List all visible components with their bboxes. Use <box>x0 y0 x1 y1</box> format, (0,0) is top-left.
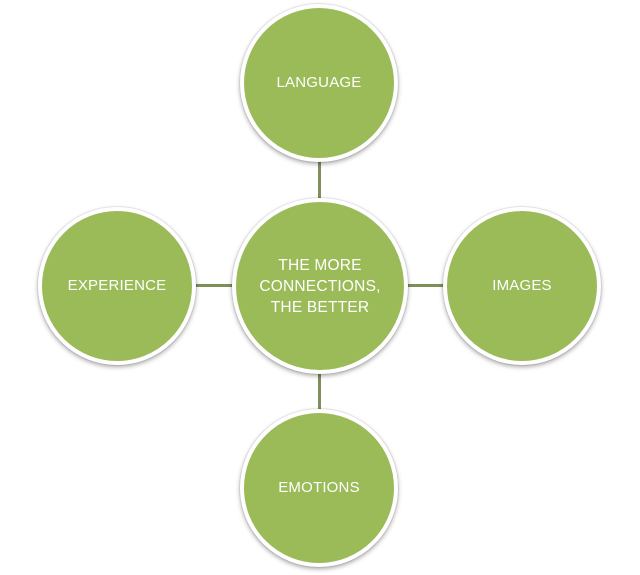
node-language-label: LANGUAGE <box>276 74 362 91</box>
node-language: LANGUAGE <box>240 4 398 162</box>
node-images-label: IMAGES <box>492 277 552 294</box>
connector-bottom <box>318 368 321 414</box>
node-experience: EXPERIENCE <box>38 207 196 365</box>
node-center-line-1: THE MORE <box>278 256 362 274</box>
node-experience-label: EXPERIENCE <box>67 277 167 294</box>
node-center-line-3: THE BETTER <box>270 298 370 316</box>
node-emotions: EMOTIONS <box>240 409 398 567</box>
node-center-label: THE MORE CONNECTIONS, THE BETTER <box>259 255 380 318</box>
connector-right <box>404 284 446 287</box>
connector-left <box>194 284 236 287</box>
connector-top <box>318 158 321 204</box>
node-images: IMAGES <box>443 207 601 365</box>
node-emotions-label: EMOTIONS <box>278 479 360 496</box>
node-center-line-2: CONNECTIONS, <box>259 277 381 295</box>
node-center: THE MORE CONNECTIONS, THE BETTER <box>232 198 408 374</box>
